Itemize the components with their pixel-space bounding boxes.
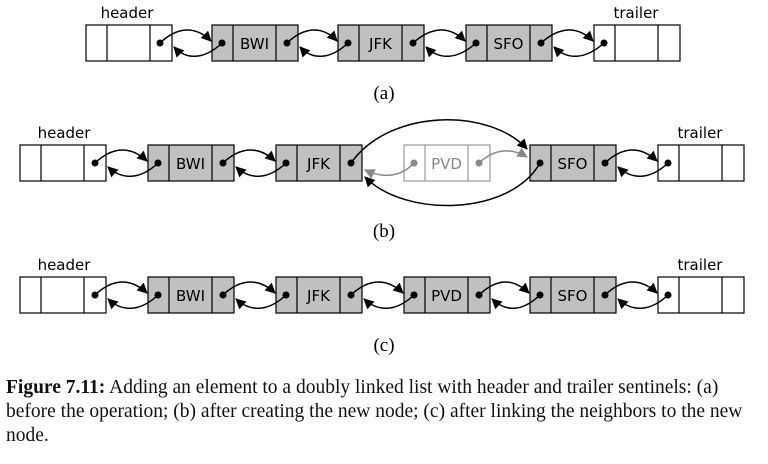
node-pvd: PVD	[403, 276, 491, 314]
next-arrow	[94, 281, 148, 296]
trailer-sentinel	[593, 24, 681, 62]
panel-tag: (a)	[373, 83, 394, 104]
prev-arrow	[425, 42, 477, 58]
header-label: header	[101, 4, 155, 22]
next-arrow	[222, 149, 276, 164]
header-sentinel	[19, 276, 107, 314]
node-bwi: BWI	[211, 24, 299, 62]
node-sfo: SFO	[465, 24, 553, 62]
node-label: SFO	[558, 155, 588, 173]
node-label: JFK	[368, 35, 393, 53]
trailer-sentinel	[657, 276, 745, 314]
header-sentinel	[19, 144, 107, 182]
linked-list-diagram: header trailer BWI JFK	[19, 4, 745, 356]
prev-arrow	[491, 294, 541, 310]
links	[94, 119, 669, 207]
node-label: BWI	[240, 35, 269, 53]
node-label: PVD	[431, 155, 462, 173]
header-label: header	[38, 256, 92, 274]
node-jfk: JFK	[275, 144, 363, 182]
next-arrow	[540, 29, 594, 44]
panel-a: header trailer BWI JFK	[85, 4, 681, 104]
next-arrow	[222, 281, 276, 296]
links	[94, 281, 669, 310]
prev-arrow	[235, 294, 287, 310]
prev-arrow	[299, 42, 349, 58]
header-sentinel	[85, 24, 173, 62]
next-arrow	[286, 29, 338, 44]
trailer-label: trailer	[678, 124, 724, 142]
next-arrow	[350, 119, 528, 164]
next-arrow-ghost	[478, 147, 528, 164]
node-label: JFK	[306, 287, 331, 305]
node-label: SFO	[494, 35, 524, 53]
caption-label: Figure 7.11:	[6, 377, 106, 398]
figure-caption: Figure 7.11: Adding an element to a doub…	[6, 376, 764, 448]
next-arrow	[478, 281, 530, 296]
prev-arrow	[553, 42, 605, 58]
prev-arrow	[617, 162, 669, 178]
node-label: JFK	[306, 155, 331, 173]
node-jfk: JFK	[275, 276, 363, 314]
next-arrow	[604, 149, 658, 164]
node-pvd-new: PVD	[403, 144, 491, 182]
panel-tag: (c)	[373, 335, 394, 356]
prev-arrow	[107, 162, 159, 178]
node-label: SFO	[558, 287, 588, 305]
panel-tag: (b)	[373, 221, 395, 242]
next-arrow	[350, 281, 404, 296]
prev-arrow	[235, 162, 287, 178]
prev-arrow	[173, 42, 223, 58]
trailer-label: trailer	[678, 256, 724, 274]
trailer-label: trailer	[614, 4, 660, 22]
node-jfk: JFK	[337, 24, 425, 62]
node-bwi: BWI	[147, 144, 235, 182]
header-label: header	[38, 124, 92, 142]
prev-arrow	[107, 294, 159, 310]
node-label: PVD	[431, 287, 462, 305]
prev-arrow	[617, 294, 669, 310]
trailer-sentinel	[657, 144, 745, 182]
node-sfo: SFO	[529, 144, 617, 182]
next-arrow	[94, 149, 148, 164]
links	[159, 29, 605, 58]
caption-text: Adding an element to a doubly linked lis…	[6, 377, 743, 446]
prev-arrow-ghost	[364, 162, 415, 179]
node-bwi: BWI	[147, 276, 235, 314]
node-label: BWI	[176, 287, 205, 305]
panel-b: header trailer BWI JFK	[19, 119, 745, 242]
next-arrow	[604, 281, 658, 296]
new-node-links	[364, 147, 528, 179]
node-sfo: SFO	[529, 276, 617, 314]
prev-arrow	[364, 162, 541, 207]
next-arrow	[159, 29, 212, 44]
next-arrow	[412, 29, 466, 44]
panel-c: header trailer BWI JFK	[19, 256, 745, 356]
prev-arrow	[363, 294, 415, 310]
node-label: BWI	[176, 155, 205, 173]
